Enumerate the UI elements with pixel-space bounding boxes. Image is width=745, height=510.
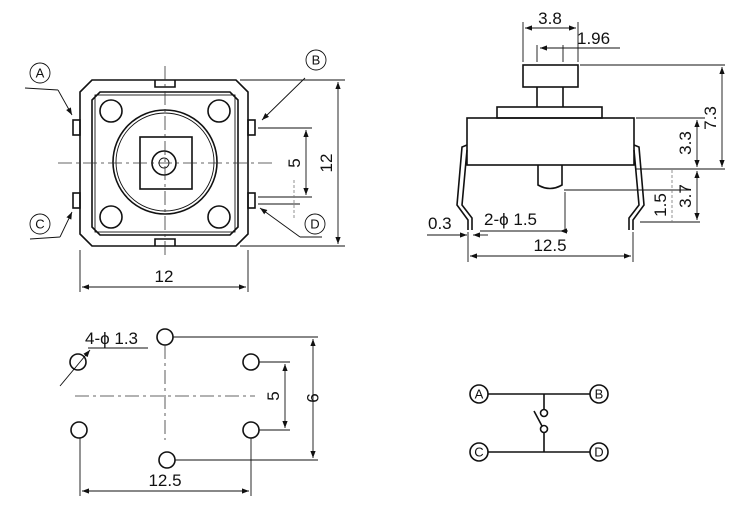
body-height-dim: 3.3 (676, 131, 695, 155)
left-leg (456, 144, 473, 230)
label-b: B (312, 53, 321, 68)
corner-hole (207, 99, 231, 123)
switch-lever (533, 410, 543, 427)
pin-a (72, 119, 81, 136)
side-view: 3.8 1.96 7.3 3.3 3.7 1.5 2-ϕ 1.5 0.3 12.… (427, 9, 725, 262)
footprint-hole (242, 353, 260, 371)
schematic: A B C D (469, 384, 609, 462)
footprint-hole (70, 421, 88, 439)
actuator-stem (536, 87, 564, 107)
boss-diameter-dim: 2-ϕ 1.5 (484, 210, 537, 229)
switch-body-outline (79, 79, 249, 247)
label-d: D (310, 217, 319, 232)
hole-diameter-dim: 4-ϕ 1.3 (85, 329, 138, 348)
terminal-a: A (475, 387, 484, 402)
footprint-hole (158, 451, 176, 469)
pin-b (247, 119, 256, 136)
label-a: A (36, 66, 45, 81)
label-c: C (35, 217, 44, 232)
corner-hole (99, 205, 123, 229)
footprint-hole (242, 421, 260, 439)
pin-length-dim: 3.7 (676, 184, 695, 208)
span-x-dim: 12.5 (148, 471, 181, 490)
top-view: 12 12 5 A B C D (24, 49, 345, 292)
contact-upper (539, 408, 549, 418)
pin-span-dim: 12.5 (533, 236, 566, 255)
span-y-dim: 9 (303, 393, 322, 402)
corner-hole (207, 205, 231, 229)
terminal-b: B (595, 387, 604, 402)
pin-thickness-dim: 0.3 (428, 214, 452, 233)
pin-pitch-dim: 5 (285, 158, 304, 167)
footprint-hole (69, 353, 87, 371)
boss-height-dim: 1.5 (651, 193, 670, 217)
right-leg (628, 144, 645, 230)
corner-hole (99, 99, 123, 123)
actuator-cap (522, 64, 579, 88)
pin-c (72, 192, 81, 209)
width-dim: 12 (155, 267, 174, 286)
pin-d (247, 192, 256, 209)
stem-dim: 1.96 (577, 29, 610, 48)
footprint-hole (156, 328, 174, 346)
pitch-y-dim: 5 (264, 391, 283, 400)
locating-boss (537, 165, 563, 190)
contact-lower (539, 424, 549, 434)
pcb-footprint: 4-ϕ 1.3 9 5 12.5 (59, 328, 322, 496)
side-body (466, 117, 635, 166)
top-plate (496, 106, 603, 119)
terminal-c: C (474, 445, 483, 460)
total-height-dim: 7.3 (701, 106, 720, 130)
height-dim: 12 (317, 154, 336, 173)
actuator-width-dim: 3.8 (538, 9, 562, 28)
terminal-d: D (594, 445, 603, 460)
